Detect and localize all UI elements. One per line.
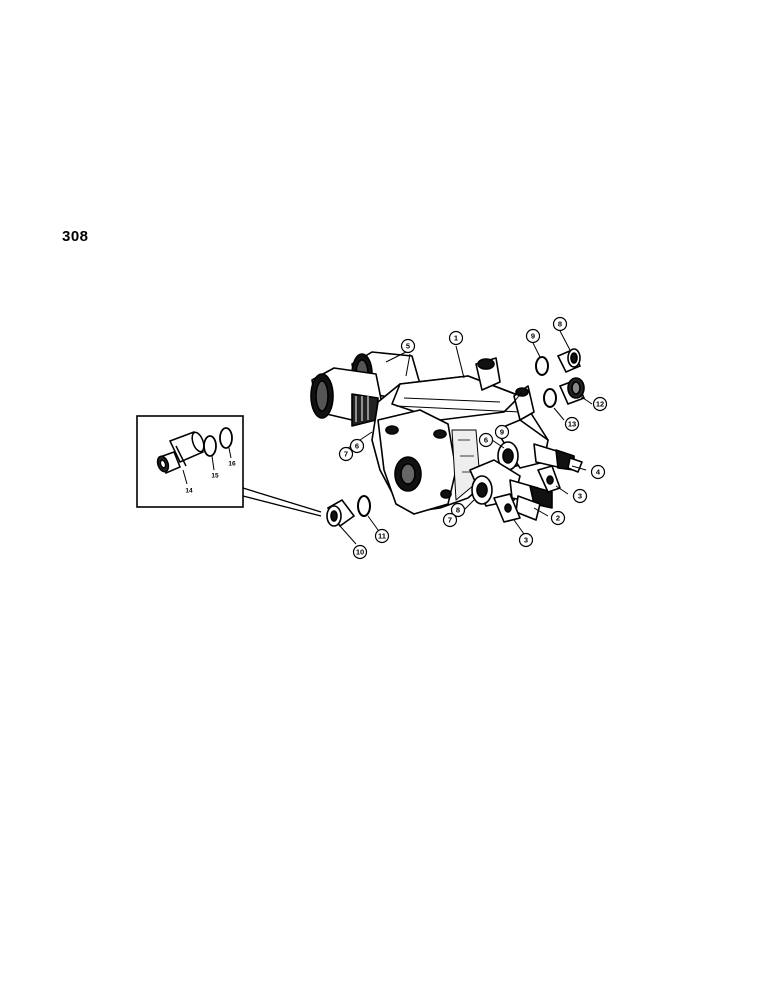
callout-13: 13 xyxy=(564,416,580,432)
callout-1: 1 xyxy=(448,330,464,346)
callout-label: 7 xyxy=(448,516,452,525)
callout-label: 7 xyxy=(344,450,348,459)
callout-10: 10 xyxy=(352,544,368,560)
inset-detail: 14 15 16 xyxy=(136,415,244,508)
plug-8-upper xyxy=(556,348,582,374)
clevis-lower xyxy=(493,493,521,523)
plug-10 xyxy=(326,498,356,528)
o-ring-13 xyxy=(543,388,557,408)
callout-2: 2 xyxy=(550,510,566,526)
callout-5: 5 xyxy=(400,338,416,354)
callout-7-lower: 7 xyxy=(442,512,458,528)
fitting-part-14 xyxy=(156,431,205,474)
callout-label: 11 xyxy=(378,532,386,541)
o-ring-9-upper xyxy=(535,356,549,376)
callout-3-lower: 3 xyxy=(518,532,534,548)
inset-frame xyxy=(136,415,244,508)
inset-label-16: 16 xyxy=(228,461,236,468)
valve-assembly xyxy=(310,351,583,523)
clevis-upper xyxy=(537,465,561,493)
callout-4: 4 xyxy=(590,464,606,480)
callout-label: 9 xyxy=(531,332,535,341)
callout-label: 4 xyxy=(596,468,601,477)
loose-parts-right xyxy=(535,348,586,408)
o-ring-15 xyxy=(203,435,217,457)
callout-label: 6 xyxy=(484,436,488,445)
callout-label: 6 xyxy=(355,442,359,451)
callout-label: 5 xyxy=(406,342,410,351)
leader-lines xyxy=(339,330,593,545)
inset-label-14: 14 xyxy=(185,488,193,495)
callout-label: 8 xyxy=(558,320,562,329)
callout-9-upper: 9 xyxy=(525,328,541,344)
callout-label: 2 xyxy=(556,514,560,523)
callout-8-lower: 8 xyxy=(450,502,466,518)
callout-12: 12 xyxy=(592,396,608,412)
callout-3-upper: 3 xyxy=(572,488,588,504)
callout-7-left: 7 xyxy=(338,446,354,462)
callout-8-upper: 8 xyxy=(552,316,568,332)
callout-label: 13 xyxy=(568,420,576,429)
loose-parts-left xyxy=(326,495,371,528)
callout-9-middle: 9 xyxy=(494,424,510,440)
callout-11: 11 xyxy=(374,528,390,544)
callout-label: 12 xyxy=(596,400,604,409)
spool-cap-lower xyxy=(310,367,383,427)
callout-label: 3 xyxy=(524,536,528,545)
o-ring-16 xyxy=(219,427,233,449)
callout-label: 1 xyxy=(454,334,458,343)
callout-label: 3 xyxy=(578,492,582,501)
callout-6-left: 6 xyxy=(349,438,365,454)
callout-label: 9 xyxy=(500,428,504,437)
callout-label: 10 xyxy=(356,548,364,557)
callouts: 1 9 8 5 12 13 9 6 4 3 2 3 6 7 8 7 11 10 xyxy=(338,316,608,560)
inset-pointer-lines xyxy=(242,487,322,517)
callout-6-middle: 6 xyxy=(478,432,494,448)
inset-label-15: 15 xyxy=(211,473,219,480)
callout-label: 8 xyxy=(456,506,460,515)
page-number: 308 xyxy=(62,228,89,245)
o-ring-11 xyxy=(357,495,371,517)
plug-12 xyxy=(558,377,586,406)
